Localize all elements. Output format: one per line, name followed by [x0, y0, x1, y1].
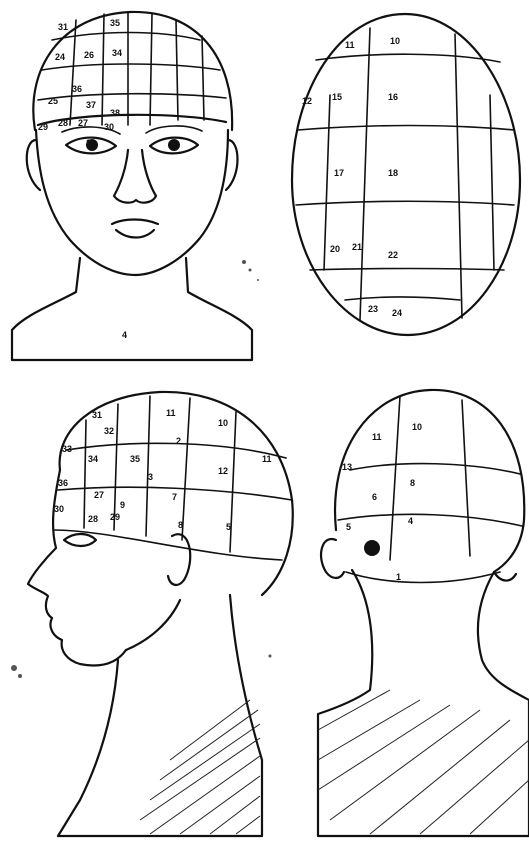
top-region-label: 22 [388, 250, 398, 260]
top-region-label: 16 [388, 92, 398, 102]
back-region-label: 10 [412, 422, 422, 432]
side-region-label: 10 [218, 418, 228, 428]
side-region-label: 2 [176, 436, 181, 446]
top-region-label: 23 [368, 304, 378, 314]
back-region-label: 8 [410, 478, 415, 488]
top-region-label: 17 [334, 168, 344, 178]
side-region-label: 9 [120, 500, 125, 510]
front-region-label: 36 [72, 84, 82, 94]
side-region-label: 30 [54, 504, 64, 514]
back-region-label: 1 [396, 572, 401, 582]
top-region-label: 21 [352, 242, 362, 252]
side-region-label: 33 [62, 444, 72, 454]
side-region-label: 29 [110, 512, 120, 522]
side-region-label: 36 [58, 478, 68, 488]
back-region-label: 6 [372, 492, 377, 502]
front-region-label: 38 [110, 108, 120, 118]
top-region-label: 20 [330, 244, 340, 254]
side-region-label: 11 [262, 454, 272, 464]
front-region-label: 35 [110, 18, 120, 28]
front-region-label: 34 [112, 48, 122, 58]
side-region-label: 7 [172, 492, 177, 502]
side-region-label: 8 [178, 520, 183, 530]
front-region-label: 25 [48, 96, 58, 106]
front-region-label: 30 [104, 122, 114, 132]
back-view-head: 11 10 13 8 6 4 5 1 [318, 390, 529, 836]
side-region-label: 32 [104, 426, 114, 436]
side-region-label: 31 [92, 410, 102, 420]
top-region-label: 11 [345, 40, 355, 50]
side-region-label: 3 [148, 472, 153, 482]
side-region-label: 5 [226, 522, 231, 532]
side-region-label: 11 [166, 408, 176, 418]
top-view-skull: 11 10 12 15 16 17 18 20 21 22 23 24 [292, 14, 520, 335]
back-region-label: 5 [346, 522, 351, 532]
top-region-label: 24 [392, 308, 402, 318]
side-region-label: 34 [88, 454, 98, 464]
back-region-label: 4 [408, 516, 413, 526]
front-region-label: 26 [84, 50, 94, 60]
front-region-label: 31 [58, 22, 68, 32]
front-region-label: 28 [58, 118, 68, 128]
front-region-label: 4 [122, 330, 127, 340]
top-region-label: 15 [332, 92, 342, 102]
side-region-label: 35 [130, 454, 140, 464]
front-region-label: 23 [86, 138, 96, 148]
front-view-head: 31 35 24 26 34 25 36 37 38 29 28 27 30 2… [12, 12, 252, 360]
front-region-label: 27 [78, 118, 88, 128]
top-region-label: 12 [302, 96, 312, 106]
top-region-label: 10 [390, 36, 400, 46]
front-region-label: 37 [86, 100, 96, 110]
back-region-label: 13 [342, 462, 352, 472]
side-region-label: 27 [94, 490, 104, 500]
top-region-label: 18 [388, 168, 398, 178]
back-region-label: 11 [372, 432, 382, 442]
side-region-label: 28 [88, 514, 98, 524]
side-view-head: 31 33 11 10 32 34 35 2 12 11 36 3 7 30 2… [28, 392, 293, 836]
front-region-label: 29 [38, 122, 48, 132]
front-region-label: 24 [55, 52, 65, 62]
side-region-label: 12 [218, 466, 228, 476]
